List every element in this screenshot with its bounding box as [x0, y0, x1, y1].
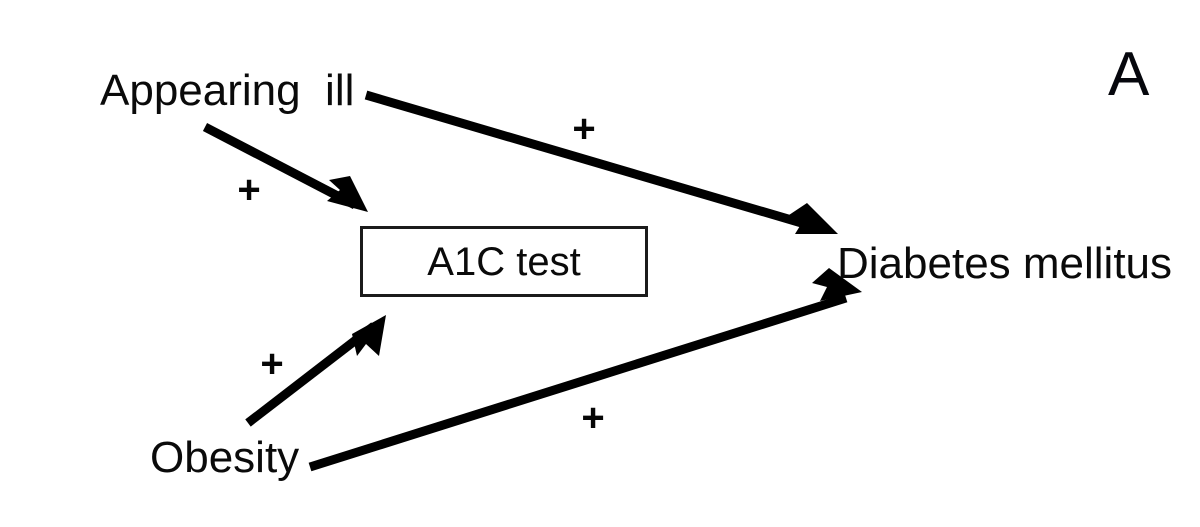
edge-line	[308, 293, 848, 472]
edge-obesity-to-a1c	[245, 315, 386, 427]
node-a1c-test: A1C test	[360, 226, 648, 297]
arrowhead-icon	[812, 268, 862, 301]
edge-sign-obesity-to-a1c: +	[260, 342, 283, 386]
arrowhead-icon	[789, 203, 838, 234]
edge-obesity-to-diabetes	[308, 268, 862, 472]
a1c-test-box	[360, 226, 648, 297]
arrowhead-icon	[352, 315, 386, 356]
arrowhead-icon	[327, 176, 368, 212]
node-diabetes-mellitus: Diabetes mellitus	[837, 239, 1172, 288]
panel-label: A	[1108, 40, 1150, 109]
edge-line	[364, 90, 824, 234]
node-a1c-test-label: A1C test	[427, 240, 580, 284]
edge-line	[245, 322, 377, 427]
edge-appearing-ill-to-a1c	[202, 123, 368, 212]
edge-sign-obesity-to-diabetes: +	[581, 396, 604, 440]
edge-line	[202, 123, 358, 209]
node-appearing-ill: Appearing ill	[100, 66, 354, 115]
node-obesity: Obesity	[150, 433, 299, 482]
edge-sign-appearing-ill-to-diabetes: +	[572, 107, 595, 151]
edge-sign-appearing-ill-to-a1c: +	[237, 168, 260, 212]
edge-appearing-ill-to-diabetes	[364, 90, 838, 234]
